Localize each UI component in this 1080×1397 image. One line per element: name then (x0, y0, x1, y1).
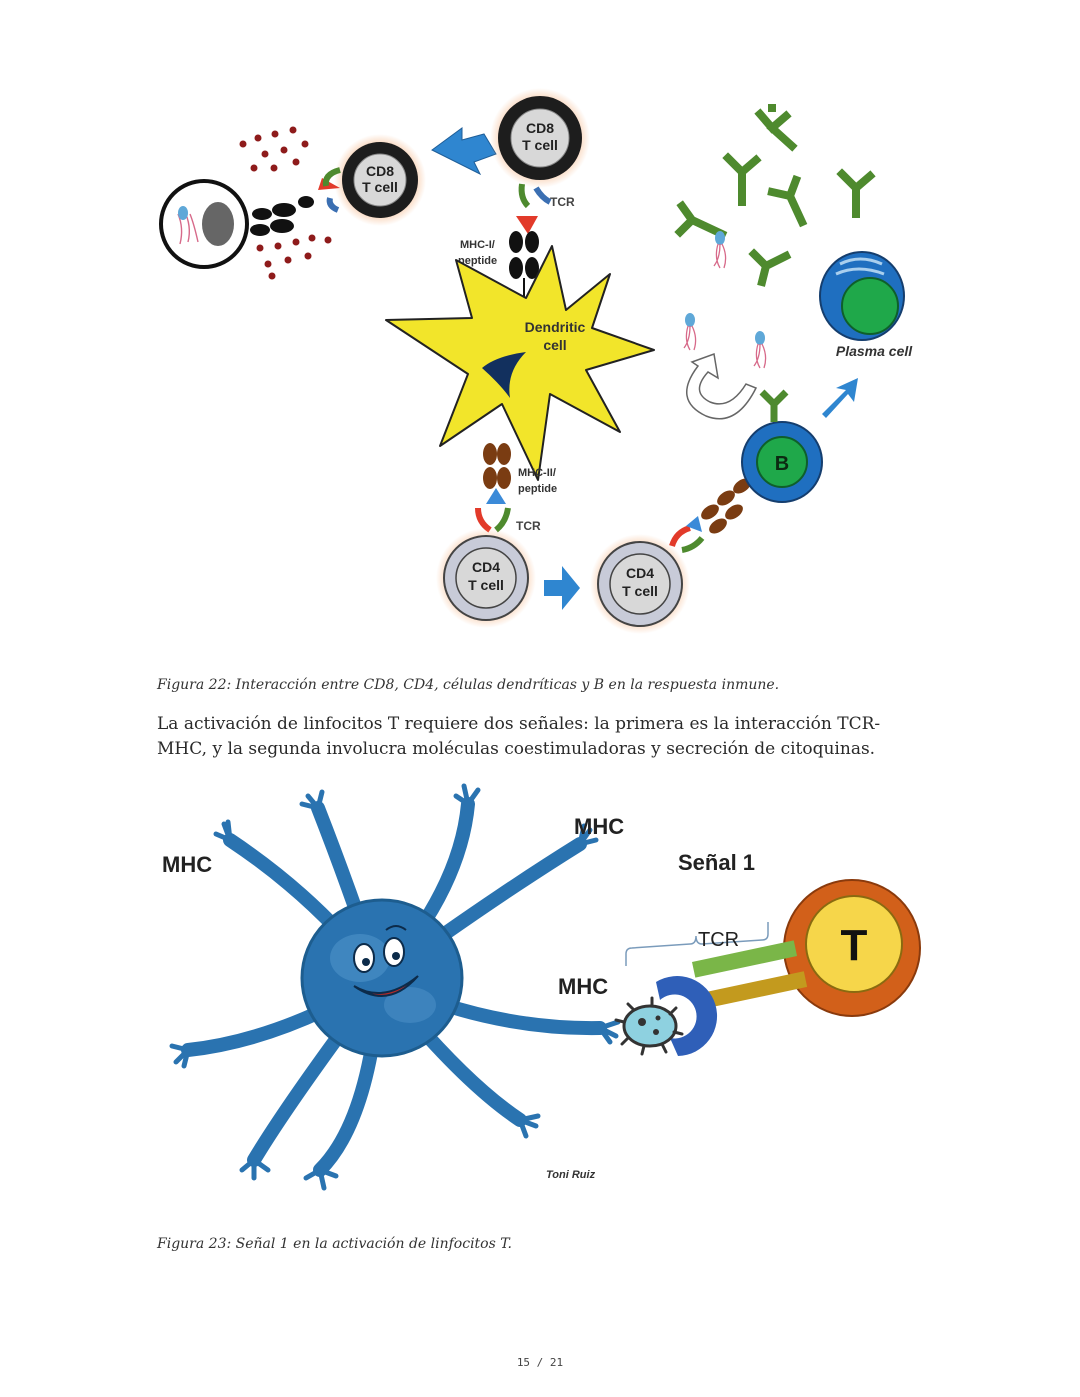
plasma-cell-label: Plasma cell (836, 343, 913, 359)
tcr-bottom-label: TCR (516, 519, 541, 533)
arrow-left-icon (431, 127, 497, 176)
mhc2-label-line1: MHC-II/ (518, 467, 556, 479)
arrow-upright-icon (822, 378, 858, 418)
b-cell: B (741, 389, 823, 503)
figure-22-caption: Figura 22: Interacción entre CD8, CD4, c… (157, 677, 780, 693)
mhc-mid-label: MHC (558, 974, 608, 999)
t-cell-label: T (841, 921, 868, 970)
mhc-top-label: MHC (574, 814, 624, 839)
figure-23-caption: Figura 23: Señal 1 en la activación de l… (157, 1236, 512, 1252)
mhc2-label-line2: peptide (518, 483, 557, 495)
mhc-blobs-target (250, 196, 314, 236)
cd4-t-cell-left: CD4 T cell (436, 528, 536, 628)
target-cell (159, 179, 249, 269)
dendritic-label-line1: Dendritic (525, 319, 586, 335)
cd4-right-line2: T cell (622, 583, 658, 599)
body-paragraph: La activación de linfocitos T requiere d… (157, 714, 881, 759)
cd8-t-cell-left: CD8 T cell (318, 134, 426, 226)
smiley-face (353, 925, 419, 997)
cd4-left-line2: T cell (468, 577, 504, 593)
b-cell-label: B (775, 453, 789, 475)
image-credit: Toni Ruiz (546, 1169, 596, 1181)
germ-icon (614, 996, 684, 1056)
antibodies (674, 104, 876, 287)
mhc-left-label: MHC (162, 852, 212, 877)
immune-interaction-figure: CD8 T cell CD8 T cell TCR MHC-I/ peptide… (159, 88, 913, 634)
dendritic-cell: Dendritic cell (385, 245, 655, 481)
tcr-green-bar (691, 940, 798, 978)
cd8-left-line1: CD8 (366, 163, 394, 179)
cd4-left-line1: CD4 (472, 559, 500, 575)
mhc-arc (656, 976, 718, 1056)
cd4-right-line1: CD4 (626, 565, 654, 581)
cd4-t-cell-right: CD4 T cell (590, 516, 705, 634)
cd8-left-line2: T cell (362, 179, 398, 195)
mhc-ii-blobs (483, 443, 511, 489)
tcr-top-label: TCR (550, 195, 575, 209)
mhc-ii-chain-b (701, 478, 751, 534)
arrow-right-icon (544, 566, 580, 610)
granules (239, 126, 332, 280)
mhc1-label-line1: MHC-I/ (460, 239, 495, 251)
cd8-t-cell-top: CD8 T cell TCR (490, 88, 590, 234)
plasma-cell: Plasma cell (819, 251, 913, 359)
tcr-bracket (625, 922, 769, 966)
tcr-label: TCR (698, 929, 739, 951)
t-cell: T (783, 879, 921, 1017)
curved-arrow-icon (685, 352, 758, 420)
dendritic-label-line2: cell (543, 337, 566, 353)
mhc-i-blobs (509, 231, 539, 300)
bacteria (683, 231, 767, 369)
cell-body (300, 898, 464, 1058)
mhc1-label-line2: peptide (458, 255, 497, 267)
cd8-top-line1: CD8 (526, 120, 554, 136)
signal-one-figure: MHC MHC MHC Señal 1 TCR T Toni Ruiz (162, 783, 921, 1191)
tcr-gold-bar (705, 971, 808, 1008)
cd8-top-line2: T cell (522, 137, 558, 153)
signal-one-label: Señal 1 (678, 850, 755, 875)
page-number: 15 / 21 (516, 1356, 564, 1369)
